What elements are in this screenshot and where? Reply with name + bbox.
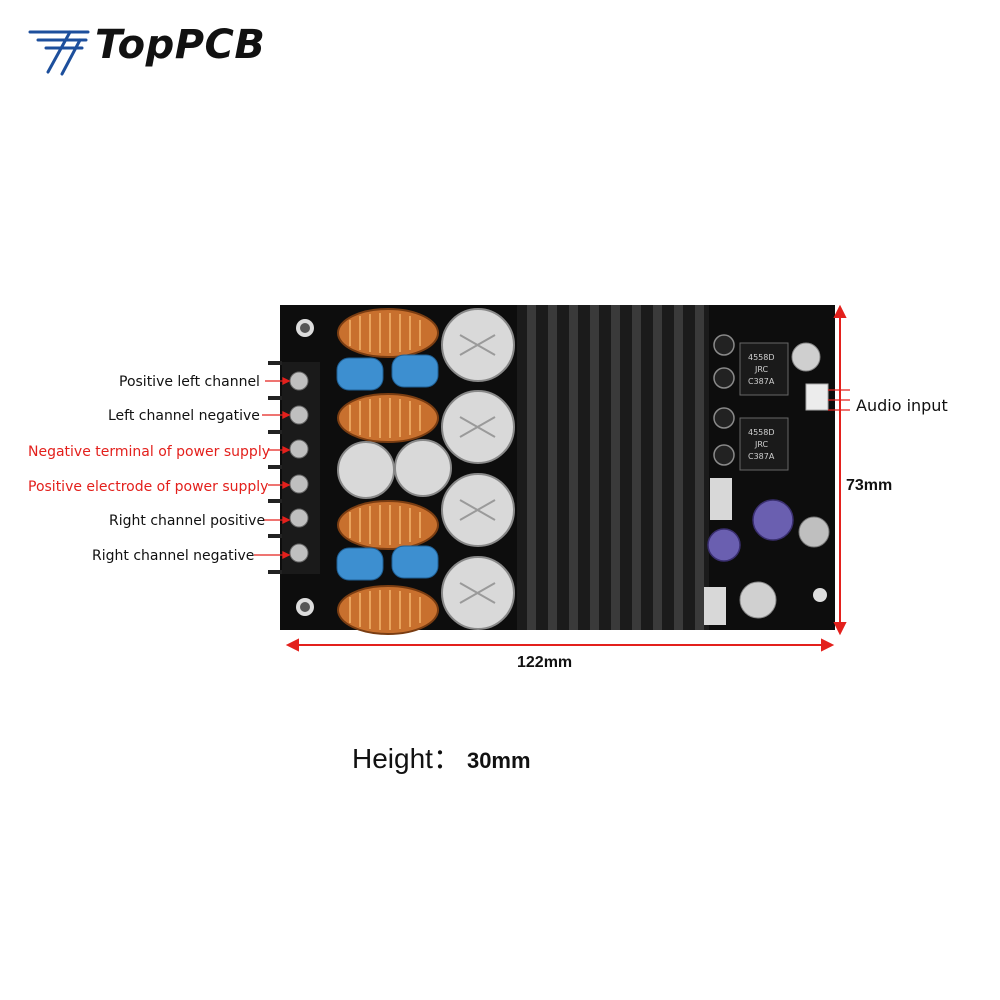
label-right-channel-positive: Right channel positive [109,513,266,529]
width-dimension: 122mm [517,654,573,671]
label-left-channel-negative: Left channel negative [108,408,260,424]
label-negative-power: Negative terminal of power supply [28,444,270,460]
chip1-maker: JRC [754,365,769,374]
brand-name: TopPCB [95,22,266,68]
chip2-code: C387A [748,452,775,461]
height-label: Height： [352,743,461,774]
chip1-code: C387A [748,377,775,386]
height-value: 30mm [466,748,531,773]
toppcb-logo-icon [28,30,90,76]
height-caption: Height：30mm [352,737,531,777]
label-positive-left-channel: Positive left channel [119,374,260,390]
chip2-label: 4558D [748,428,775,437]
label-positive-power: Positive electrode of power supply [28,479,269,495]
chip1-label: 4558D [748,353,775,362]
length-dimension: 73mm [846,477,893,494]
label-audio-input: Audio input [856,396,948,415]
chip2-maker: JRC [754,440,769,449]
label-right-channel-negative: Right channel negative [92,548,255,564]
